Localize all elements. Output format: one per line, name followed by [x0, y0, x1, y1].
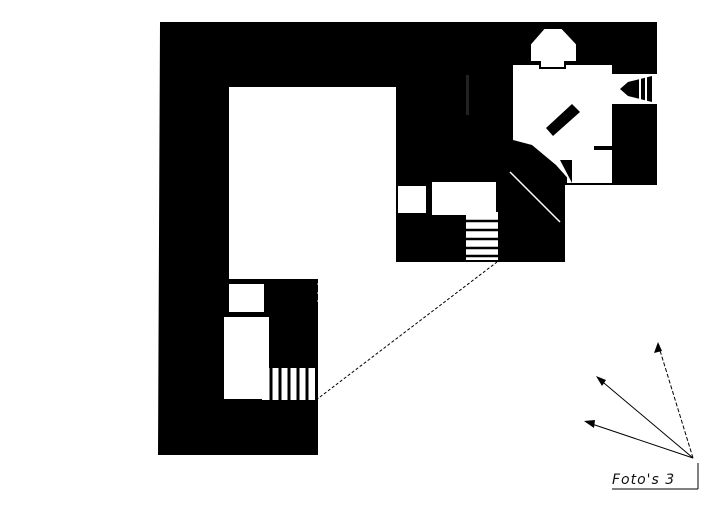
small-room-left-lower	[224, 317, 269, 399]
arrow-heads	[584, 342, 662, 428]
tower-corner	[567, 150, 612, 183]
east-niche-symbol	[612, 74, 657, 104]
photo-direction-arrows	[585, 343, 694, 459]
small-room-left-upper	[229, 284, 264, 312]
small-room-center	[398, 186, 426, 213]
diagonal-wall-line	[509, 171, 561, 223]
staircase-right	[466, 212, 498, 260]
section-line	[315, 261, 498, 401]
corridor-hatch	[466, 75, 469, 115]
main-hall	[229, 87, 396, 279]
central-passage	[432, 215, 468, 262]
staircase-diagonal	[316, 256, 357, 322]
caption-label: Foto's 3	[612, 472, 676, 488]
tower-diagonal-wall	[546, 104, 580, 136]
tower-niche-top	[529, 27, 578, 69]
tower-wedge	[560, 160, 572, 183]
staircase-lower-left	[262, 368, 315, 400]
